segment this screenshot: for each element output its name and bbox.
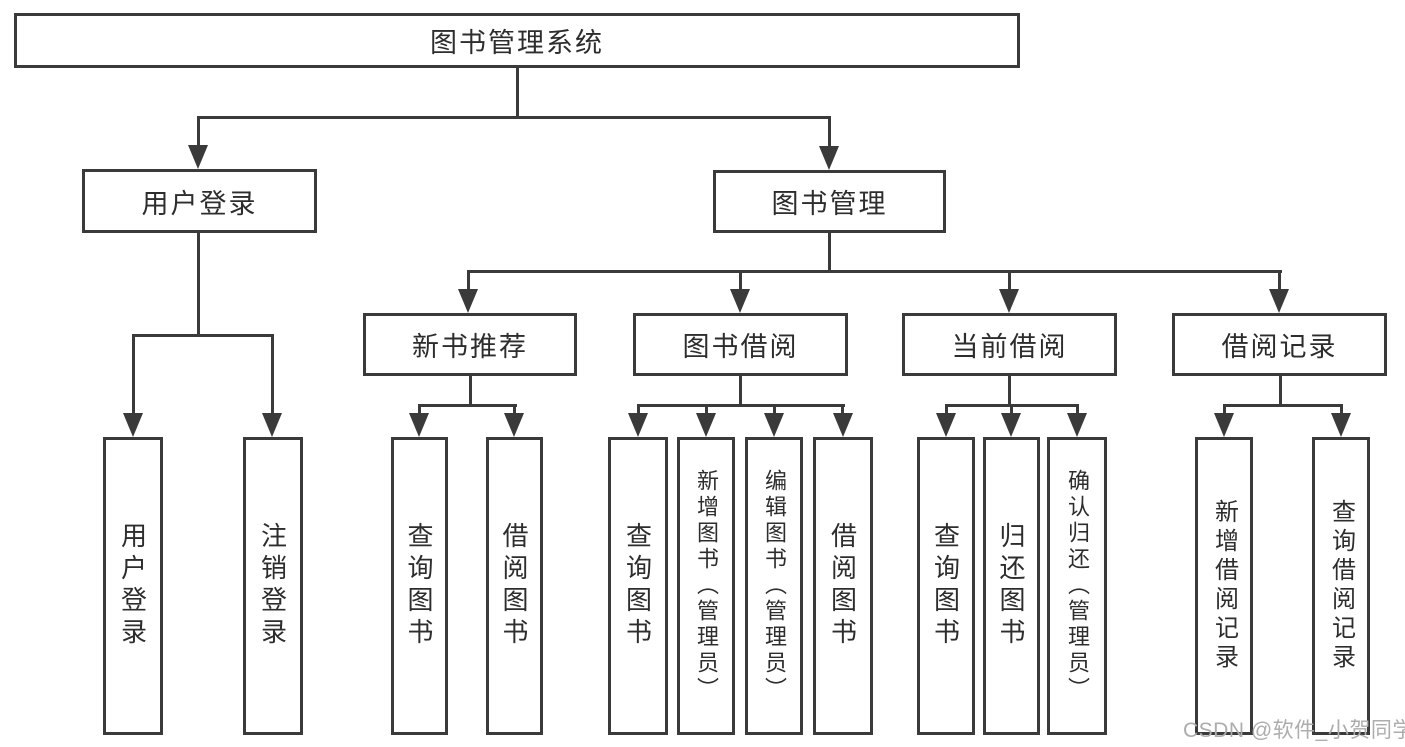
connector-to-new-book — [467, 270, 470, 292]
arrowhead-recommend-query — [409, 413, 429, 437]
arrowhead-user-login — [188, 145, 208, 169]
connector-to-borrowing-edit — [773, 404, 776, 417]
arrowhead-current-borrowing — [999, 289, 1019, 313]
connector-level3-bus — [467, 270, 1282, 273]
connector-user-group-bus — [132, 334, 274, 337]
connector-to-recommend-borrow — [513, 404, 516, 417]
connector-recommend-bus — [418, 404, 517, 407]
node-library-management-system: 图书管理系统 — [14, 13, 1020, 68]
leaf-current-return-books: 归还图书 — [983, 437, 1040, 735]
node-user-login-group: 用户登录 — [82, 169, 317, 233]
connector-to-borrowing-borrow — [841, 404, 844, 417]
arrowhead-new-book — [458, 289, 478, 313]
connector-to-user-login — [197, 116, 200, 150]
arrowhead-book-borrowing — [730, 289, 750, 313]
connector-to-current-borrowing — [1008, 270, 1011, 292]
connector-to-leaf-logout — [271, 334, 274, 416]
connector-borrowing-bus — [637, 404, 845, 407]
leaf-borrowing-add-books-admin: 新增图书（管理员） — [677, 437, 735, 735]
arrowhead-recommend-borrow — [504, 413, 524, 437]
connector-recommend-trunk — [469, 376, 472, 406]
leaf-logout: 注销登录 — [243, 437, 303, 735]
connector-records-trunk — [1279, 376, 1282, 406]
connector-current-trunk — [1008, 376, 1011, 406]
arrowhead-current-return — [1001, 413, 1021, 437]
node-current-borrowing: 当前借阅 — [902, 313, 1117, 376]
arrowhead-book-management — [819, 146, 839, 170]
connector-to-borrowing-add — [705, 404, 708, 417]
arrowhead-leaf-logout — [262, 413, 282, 437]
connector-to-borrowing-records — [1278, 270, 1281, 292]
connector-to-book-borrowing — [739, 270, 742, 292]
leaf-recommend-query-books: 查询图书 — [391, 437, 448, 735]
leaf-borrowing-query-books: 查询图书 — [608, 437, 668, 735]
leaf-borrowing-borrow-books: 借阅图书 — [813, 437, 873, 735]
connector-to-current-query — [945, 404, 948, 417]
node-borrowing-records: 借阅记录 — [1172, 313, 1387, 376]
arrowhead-current-confirm — [1067, 413, 1087, 437]
connector-level2-bus — [197, 116, 831, 119]
leaf-recommend-borrow-books: 借阅图书 — [486, 437, 543, 735]
leaf-records-query-record: 查询借阅记录 — [1312, 437, 1370, 735]
leaf-current-confirm-return-admin: 确认归还（管理员） — [1047, 437, 1107, 735]
connector-root-trunk — [516, 68, 519, 118]
arrowhead-records-query — [1331, 413, 1351, 437]
connector-mgmt-trunk — [828, 233, 831, 272]
leaf-current-query-books: 查询图书 — [917, 437, 975, 735]
node-new-book-recommend: 新书推荐 — [363, 313, 577, 376]
connector-to-records-query — [1340, 404, 1343, 417]
connector-to-current-confirm — [1076, 404, 1079, 417]
connector-borrowing-trunk — [739, 376, 742, 406]
arrowhead-borrowing-edit — [764, 413, 784, 437]
connector-to-records-add — [1223, 404, 1226, 417]
arrowhead-borrowing-borrow — [833, 413, 853, 437]
arrowhead-borrowing-add — [696, 413, 716, 437]
arrowhead-borrowing-query — [628, 413, 648, 437]
node-book-borrowing: 图书借阅 — [633, 313, 848, 376]
connector-user-group-trunk — [197, 233, 200, 336]
connector-to-borrowing-query — [637, 404, 640, 417]
csdn-watermark: CSDN @软件_小贺同学 — [1183, 719, 1405, 742]
leaf-records-add-record: 新增借阅记录 — [1195, 437, 1253, 735]
connector-to-current-return — [1010, 404, 1013, 417]
connector-to-recommend-query — [418, 404, 421, 417]
arrowhead-records-add — [1214, 413, 1234, 437]
connector-to-book-management — [828, 116, 831, 150]
connector-records-bus — [1223, 404, 1343, 407]
arrowhead-leaf-user-login — [123, 413, 143, 437]
leaf-user-login: 用户登录 — [103, 437, 163, 735]
arrowhead-borrowing-records — [1269, 289, 1289, 313]
leaf-borrowing-edit-books-admin: 编辑图书（管理员） — [745, 437, 803, 735]
arrowhead-current-query — [936, 413, 956, 437]
connector-to-leaf-user-login — [132, 334, 135, 416]
node-book-management: 图书管理 — [713, 170, 946, 233]
